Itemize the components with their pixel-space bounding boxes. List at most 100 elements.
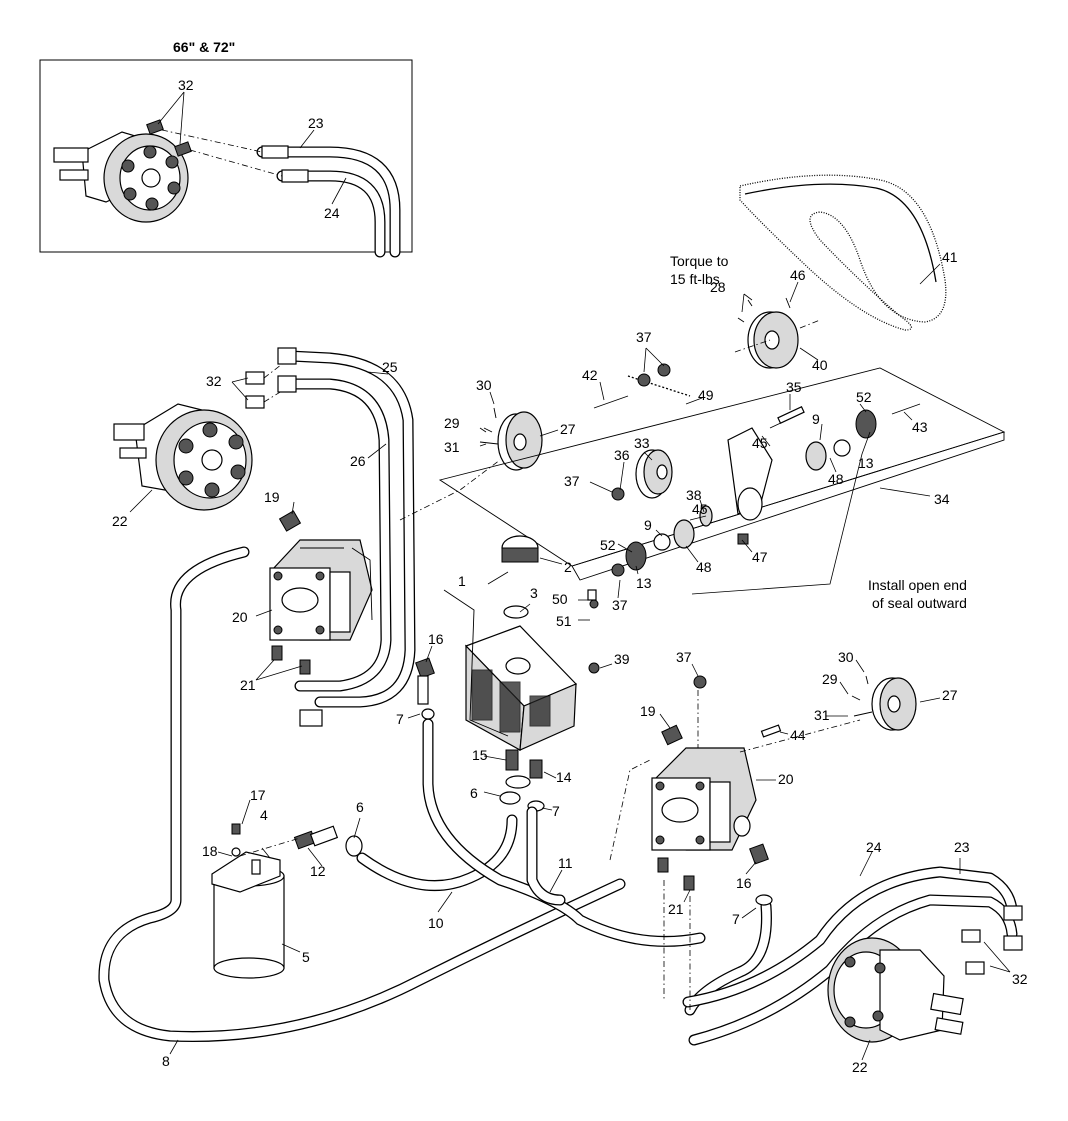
callout-31: 31 bbox=[444, 439, 460, 455]
callout-42: 42 bbox=[582, 367, 598, 383]
callout-34: 34 bbox=[934, 491, 950, 507]
callout-32: 32 bbox=[1012, 971, 1028, 987]
callout-41: 41 bbox=[942, 249, 958, 265]
callout-33: 33 bbox=[634, 435, 650, 451]
callout-17: 17 bbox=[250, 787, 266, 803]
left-motor-hoses bbox=[245, 347, 416, 727]
callout-19: 19 bbox=[264, 489, 280, 505]
callout-37: 37 bbox=[636, 329, 652, 345]
right-pump-fittings bbox=[657, 675, 782, 906]
callout-30: 30 bbox=[838, 649, 854, 665]
callout-37: 37 bbox=[676, 649, 692, 665]
left-fittings-21 bbox=[271, 645, 311, 675]
tensioner-assembly bbox=[438, 363, 1006, 581]
left-fitting-19 bbox=[278, 510, 302, 532]
callout-20: 20 bbox=[778, 771, 794, 787]
inset-border bbox=[39, 59, 413, 253]
callout-11: 11 bbox=[558, 855, 573, 871]
right-wheel-motor bbox=[827, 937, 964, 1043]
callout-30: 30 bbox=[476, 377, 492, 393]
callout-23: 23 bbox=[308, 115, 324, 131]
callout-35: 35 bbox=[786, 379, 802, 395]
hose-network bbox=[98, 546, 1018, 1046]
callout-13: 13 bbox=[858, 455, 874, 471]
hydraulic-filter bbox=[211, 823, 285, 979]
callout-4: 4 bbox=[260, 807, 268, 823]
hydraulic-tank bbox=[464, 535, 600, 751]
callout-24: 24 bbox=[324, 205, 340, 221]
left-wheel-motor bbox=[113, 403, 253, 511]
callout-2: 2 bbox=[564, 559, 572, 575]
callout-52: 52 bbox=[600, 537, 616, 553]
callout-15: 15 bbox=[472, 747, 488, 763]
callout-20: 20 bbox=[232, 609, 248, 625]
callout-1: 1 bbox=[458, 573, 466, 589]
callout-48: 48 bbox=[696, 559, 712, 575]
callout-29: 29 bbox=[822, 671, 838, 687]
callout-37: 37 bbox=[564, 473, 580, 489]
callout-21: 21 bbox=[668, 901, 684, 917]
pulley-27-right bbox=[851, 675, 917, 731]
callout-38: 38 bbox=[686, 487, 702, 503]
callout-7: 7 bbox=[552, 803, 560, 819]
callout-25: 25 bbox=[382, 359, 398, 375]
inset-title: 66" & 72" bbox=[173, 39, 235, 55]
misc-small-parts bbox=[415, 589, 531, 789]
callout-8: 8 bbox=[162, 1053, 170, 1069]
filter-fittings bbox=[239, 825, 363, 857]
callout-45: 45 bbox=[692, 501, 708, 517]
callout-6: 6 bbox=[470, 785, 478, 801]
inset-wheel-motor bbox=[53, 131, 189, 223]
callout-19: 19 bbox=[640, 703, 656, 719]
callout-10: 10 bbox=[428, 915, 444, 931]
note-seal-line2: of seal outward bbox=[872, 595, 967, 611]
callout-29: 29 bbox=[444, 415, 460, 431]
callout-7: 7 bbox=[396, 711, 404, 727]
callout-9: 9 bbox=[812, 411, 820, 427]
callout-labels: 25 32 26 22 Torque to 15 ft-lbs 41 46 28… bbox=[112, 249, 1028, 1075]
callout-51: 51 bbox=[556, 613, 572, 629]
left-hydro-pump bbox=[269, 539, 373, 641]
inset-hoses bbox=[256, 145, 401, 258]
note-torque-line1: Torque to bbox=[670, 253, 729, 269]
callout-23: 23 bbox=[954, 839, 970, 855]
tank-fittings bbox=[421, 708, 545, 812]
callout-37: 37 bbox=[612, 597, 628, 613]
callout-44: 44 bbox=[790, 727, 806, 743]
callout-3: 3 bbox=[530, 585, 538, 601]
callout-36: 36 bbox=[614, 447, 630, 463]
callout-47: 47 bbox=[752, 549, 768, 565]
callout-14: 14 bbox=[556, 769, 572, 785]
callout-22: 22 bbox=[852, 1059, 868, 1075]
callout-48: 48 bbox=[828, 471, 844, 487]
pulley-27-left bbox=[399, 407, 543, 521]
callout-27: 27 bbox=[560, 421, 576, 437]
callout-46: 46 bbox=[790, 267, 806, 283]
callout-26: 26 bbox=[350, 453, 366, 469]
inset-panel: 66" & 72" bbox=[39, 39, 413, 258]
callout-16: 16 bbox=[736, 875, 752, 891]
callout-16: 16 bbox=[428, 631, 444, 647]
leader-lines bbox=[129, 263, 1011, 1061]
callout-22: 22 bbox=[112, 513, 128, 529]
callout-27: 27 bbox=[942, 687, 958, 703]
callout-32: 32 bbox=[206, 373, 222, 389]
callout-24: 24 bbox=[866, 839, 882, 855]
callout-45: 45 bbox=[752, 435, 768, 451]
callout-28: 28 bbox=[710, 279, 726, 295]
callout-5: 5 bbox=[302, 949, 310, 965]
callout-6: 6 bbox=[356, 799, 364, 815]
callout-31: 31 bbox=[814, 707, 830, 723]
callout-12: 12 bbox=[310, 863, 326, 879]
callout-49: 49 bbox=[698, 387, 714, 403]
note-torque-line2: 15 ft-lbs bbox=[670, 271, 720, 287]
callout-18: 18 bbox=[202, 843, 218, 859]
inset-fittings bbox=[146, 119, 192, 157]
right-motor-fittings-32 bbox=[961, 905, 1023, 975]
callout-13: 13 bbox=[636, 575, 652, 591]
callout-9: 9 bbox=[644, 517, 652, 533]
callout-50: 50 bbox=[552, 591, 568, 607]
drive-belt bbox=[739, 174, 947, 331]
callout-21: 21 bbox=[240, 677, 256, 693]
